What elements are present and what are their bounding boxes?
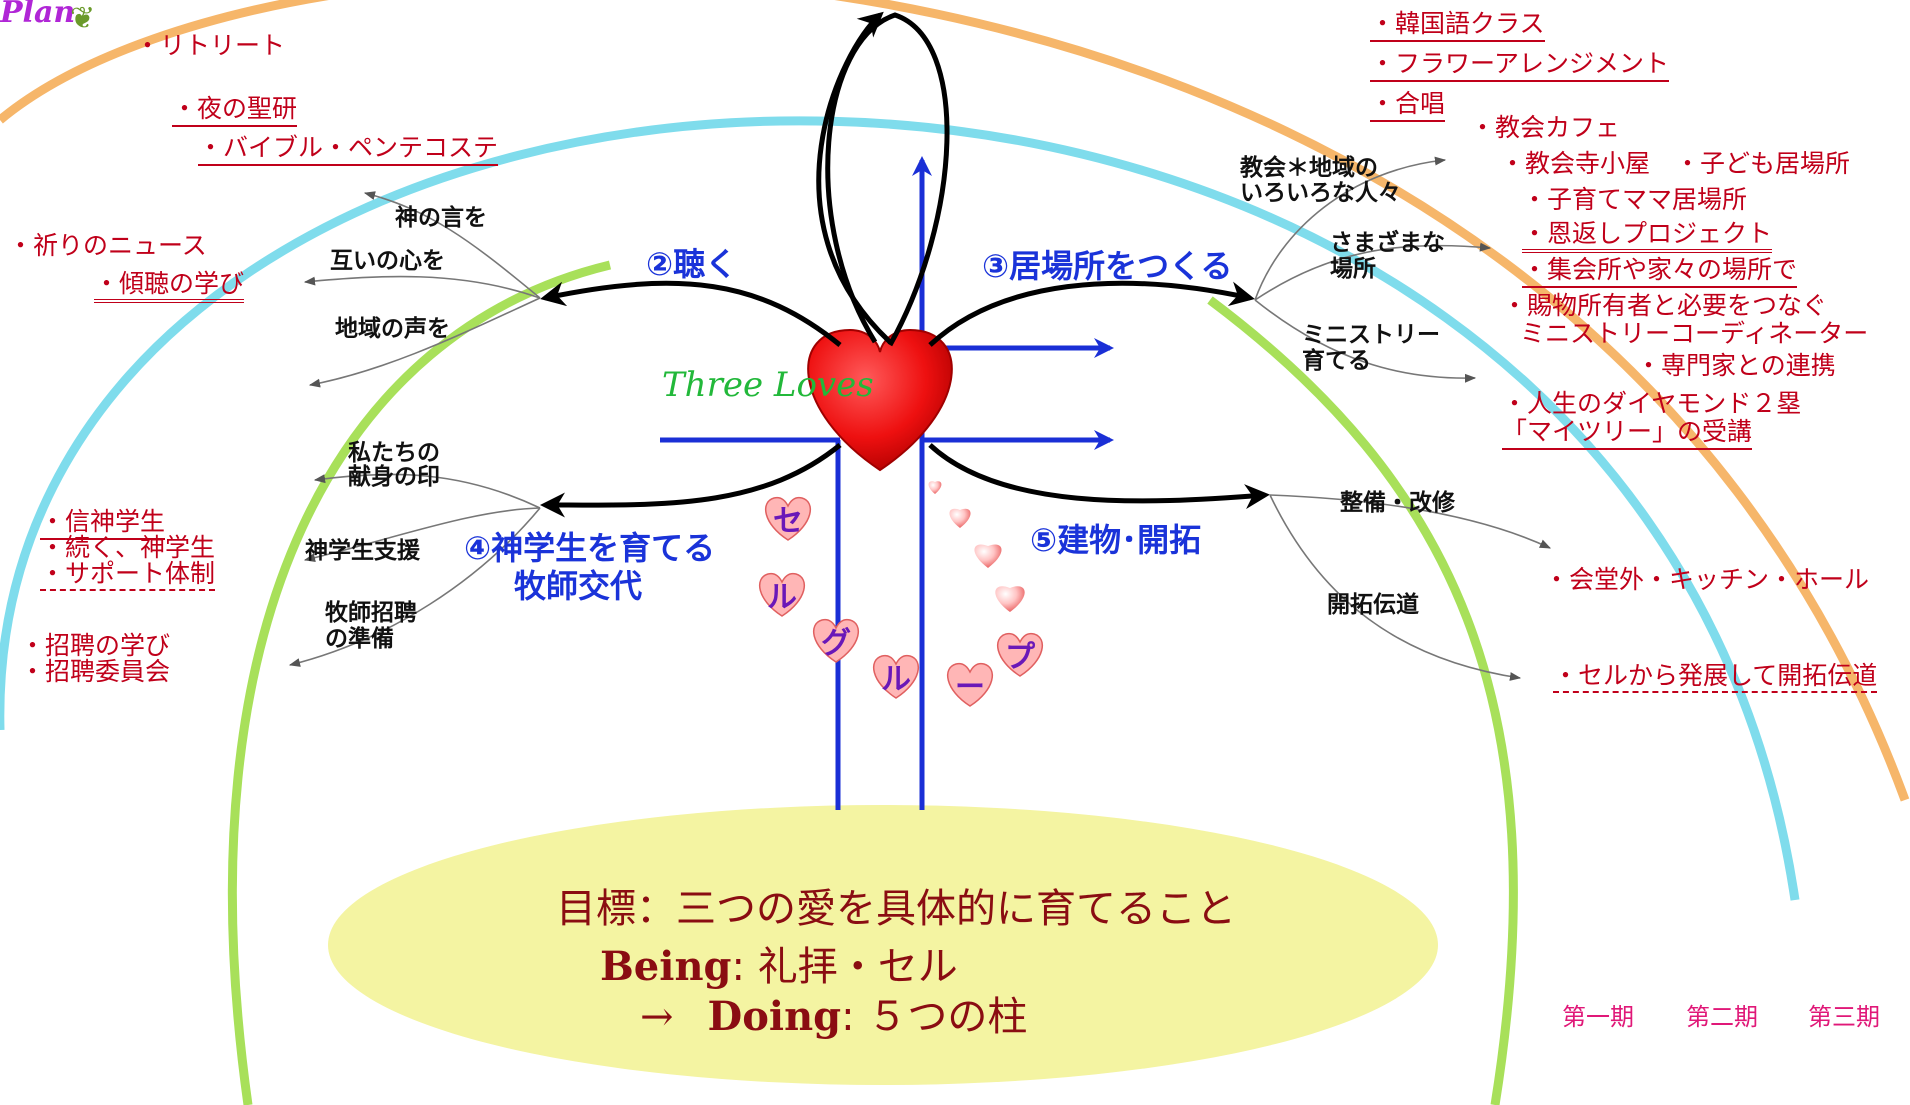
label-ministry-2: 育てる — [1302, 348, 1371, 374]
cell-char-3: グ — [806, 612, 866, 664]
label-tagai: 互いの心を — [330, 248, 445, 274]
cell-char-5: ー — [940, 656, 1000, 708]
item-shohei-iinkai: ・招聘委員会 — [20, 657, 171, 686]
item-yoru: ・夜の聖研 — [172, 94, 298, 127]
pillar-2: ②聴く — [646, 245, 738, 283]
goal-being: Being — [600, 943, 732, 990]
item-korean: ・韓国語クラス — [1370, 9, 1545, 42]
three-loves-label: Three Loves — [662, 365, 874, 405]
item-kosodate: ・子育てママ居場所 — [1522, 185, 1748, 214]
item-bible: ・バイブル・ペンテコステ — [198, 133, 499, 166]
label-kyokai-1: 教会＊地域の — [1240, 155, 1378, 181]
item-diamond-1: ・人生のダイヤモンド２塁 — [1502, 389, 1802, 418]
cell-char-1: セ — [758, 490, 818, 542]
item-gassho: ・合唱 — [1370, 89, 1446, 122]
item-flower: ・フラワーアレンジメント — [1370, 49, 1670, 82]
cell-char-4: ル — [866, 648, 926, 700]
label-shingaku: 神学生支援 — [305, 538, 420, 564]
period-1: 第一期 — [1562, 1003, 1634, 1031]
label-kami: 神の言を — [395, 205, 487, 231]
goal-title: 目標：三つの愛を具体的に育てること — [556, 886, 1236, 932]
branch-lines — [288, 156, 1552, 681]
top-loop-arrows — [816, 11, 950, 347]
period-3: 第三期 — [1808, 1003, 1880, 1031]
goal-arrow: → — [640, 994, 674, 1040]
item-shukaijo: ・集会所や家々の場所で — [1522, 255, 1798, 288]
item-ongaeshi: ・恩返しプロジェクト — [1522, 219, 1773, 253]
item-retreat: ・リトリート — [135, 31, 286, 60]
inner-period-arc — [227, 260, 1518, 1105]
label-samazama-1: さまざまな — [1330, 230, 1445, 256]
label-kaitaku: 開拓伝道 — [1327, 592, 1419, 618]
label-watashi-1: 私たちの — [348, 440, 440, 466]
item-diamond-2: 「マイツリー」の受講 — [1502, 417, 1753, 450]
goal-doing-rest: : ５つの柱 — [841, 994, 1028, 1040]
item-kaido: ・会堂外・キッチン・ホール — [1544, 565, 1870, 594]
item-tamamono-2: ミニストリーコーディネーター — [1520, 319, 1869, 348]
item-inori: ・祈りのニュース — [8, 231, 207, 260]
pillar-4b: 牧師交代 — [514, 567, 643, 605]
heart-shape — [807, 328, 953, 472]
goal-being-line: Being: 礼拝・セル — [600, 943, 958, 991]
label-chiiki: 地域の声を — [335, 316, 450, 342]
goal-doing-line: → Doing: ５つの柱 — [640, 993, 1028, 1041]
item-cell-kaitaku: ・セルから発展して開拓伝道 — [1553, 661, 1878, 693]
cell-group-petals — [928, 481, 1025, 612]
item-terakoya: ・教会寺小屋 ・子ども居場所 — [1500, 149, 1851, 178]
goal-doing: Doing — [707, 993, 842, 1040]
label-watashi-2: 献身の印 — [348, 464, 440, 490]
corner-title: Plan — [0, 0, 76, 30]
goal-being-rest: : 礼拝・セル — [731, 944, 958, 990]
item-senmonka: ・専門家との連携 — [1636, 351, 1836, 380]
label-seibi: 整備・改修 — [1340, 490, 1455, 516]
label-samazama-2: 場所 — [1330, 256, 1376, 282]
item-cafe: ・教会カフェ — [1470, 113, 1621, 142]
item-tamamono-1: ・賜物所有者と必要をつなぐ — [1502, 291, 1828, 320]
outer-period-arc — [0, 0, 1910, 802]
item-tsuzuku: ・続く、神学生 — [40, 533, 216, 562]
item-shinshin: ・信神学生 — [40, 507, 166, 540]
goal-ellipse — [328, 805, 1438, 1085]
pillar-3: ③居場所をつくる — [982, 247, 1233, 285]
period-2: 第二期 — [1686, 1003, 1758, 1031]
label-kyokai-2: いろいろな人々 — [1240, 180, 1401, 206]
pillar-4a: ④神学生を育てる — [464, 529, 716, 567]
pillar-arrows — [540, 280, 1270, 518]
cell-char-2: ル — [752, 566, 812, 618]
item-support: ・サポート体制 — [40, 559, 216, 591]
item-shohei-manabi: ・招聘の学び — [20, 631, 171, 660]
label-bokushi-2: の準備 — [325, 626, 394, 652]
pillar-5: ⑤建物･開拓 — [1030, 521, 1202, 559]
leaf-icon: ❦ — [70, 1, 96, 36]
item-keicho: ・傾聴の学び — [94, 269, 245, 303]
label-ministry-1: ミニストリー — [1302, 322, 1440, 348]
cell-char-6: プ — [990, 626, 1050, 678]
label-bokushi-1: 牧師招聘 — [325, 600, 417, 626]
